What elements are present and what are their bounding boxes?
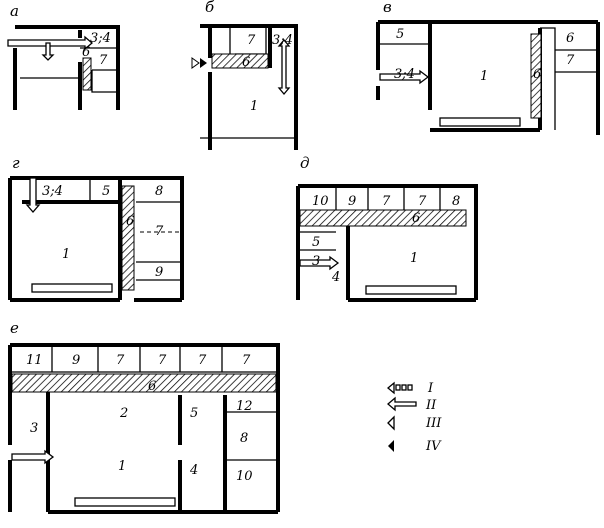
room-label: 1 [250, 99, 258, 114]
room-label: 7 [99, 53, 108, 68]
plan-b: б 7 3;4 6 1 [191, 0, 298, 150]
legend-label: III [425, 416, 442, 431]
room-label: 9 [72, 353, 80, 368]
room-label: 8 [155, 184, 163, 199]
room-label: 6 [566, 31, 574, 46]
panel-label: а [10, 2, 19, 20]
legend: I II III IV [386, 381, 442, 454]
room-label: 8 [452, 194, 460, 209]
room-label: 7 [566, 53, 575, 68]
hollow-arrow-icon [387, 396, 417, 412]
room-label: 6 [126, 214, 134, 229]
room-label: 6 [148, 379, 156, 394]
room-label: 9 [155, 265, 163, 280]
room-label: 11 [26, 353, 43, 368]
panel-label: г [12, 154, 20, 172]
room-label: 6 [242, 55, 250, 70]
legend-label: II [425, 398, 437, 413]
panel-label: е [10, 319, 19, 337]
room-label: 7 [158, 353, 167, 368]
room-label: 1 [118, 459, 126, 474]
legend-label: I [427, 381, 434, 396]
room-label: 7 [247, 33, 256, 48]
room-label: 7 [198, 353, 207, 368]
panel-label: б [205, 0, 215, 16]
room-label: 7 [242, 353, 251, 368]
room-label: 6 [82, 45, 90, 60]
room-label: 1 [62, 247, 70, 262]
room-label: 3;4 [394, 67, 415, 82]
room-label: 3 [312, 254, 320, 269]
plan-e: е 11 9 7 7 7 7 6 2 5 12 3 8 1 4 10 [8, 319, 280, 514]
room-label: 7 [418, 194, 427, 209]
room-label: 4 [331, 270, 340, 285]
plan-d: д 10 9 7 7 8 6 5 3 4 1 [296, 154, 478, 302]
dotted-arrow-icon [386, 381, 413, 395]
room-label: 6 [412, 211, 420, 226]
panel-label: в [383, 0, 392, 16]
room-label: 7 [382, 194, 391, 209]
room-label: 5 [190, 406, 198, 421]
legend-label: IV [425, 439, 442, 454]
room-label: 3 [30, 421, 38, 436]
room-label: 10 [236, 469, 253, 484]
room-label: 5 [312, 235, 320, 250]
room-label: 3;4 [42, 184, 63, 199]
room-label: 4 [189, 463, 198, 478]
plan-a: а 3;4 7 6 [7, 2, 120, 110]
plan-v: в 5 3;4 1 6 6 7 [376, 0, 600, 135]
room-label: 1 [410, 251, 418, 266]
room-label: 5 [396, 27, 404, 42]
room-label: 3;4 [90, 31, 111, 46]
room-label: 2 [119, 406, 128, 421]
filled-triangle-icon [388, 440, 394, 452]
room-label: 7 [155, 224, 164, 239]
open-triangle-icon [387, 415, 395, 431]
room-label: 9 [348, 194, 356, 209]
room-label: 12 [236, 399, 253, 414]
room-label: 5 [102, 184, 110, 199]
room-label: 7 [116, 353, 125, 368]
room-label: 1 [480, 69, 488, 84]
room-label: 3;4 [272, 33, 293, 48]
plan-g: г 3;4 5 8 6 7 1 9 [8, 154, 184, 302]
panel-label: д [300, 154, 310, 172]
room-label: 8 [240, 431, 248, 446]
room-label: 6 [533, 67, 541, 82]
room-label: 10 [312, 194, 329, 209]
